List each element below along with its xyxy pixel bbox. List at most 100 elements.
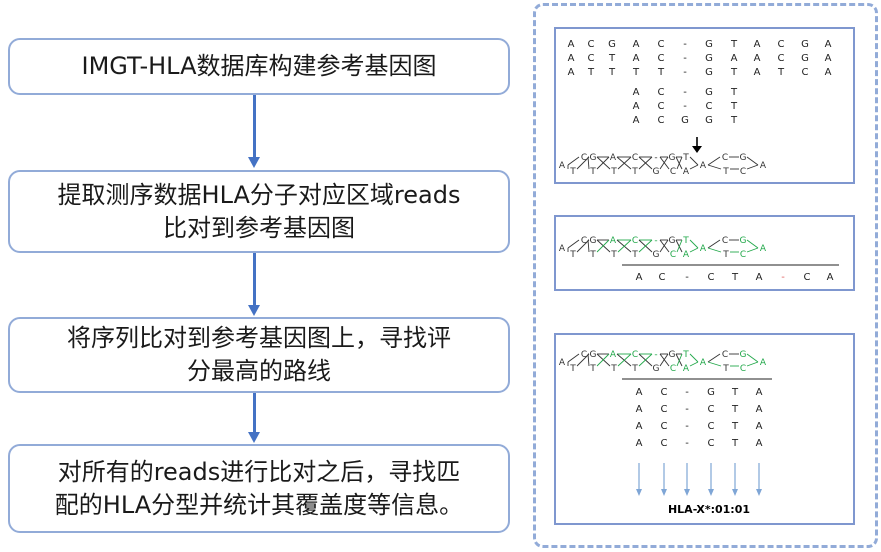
read-base: T bbox=[730, 87, 738, 98]
read-base: - bbox=[683, 87, 687, 98]
reference-base: A bbox=[825, 39, 832, 50]
graph1-node-bottom: C bbox=[670, 167, 676, 177]
graph2-node-bottom: G bbox=[653, 250, 660, 260]
aligned-read-base: - bbox=[685, 272, 689, 283]
graph3-edge bbox=[576, 353, 590, 367]
graph3-node-top: G bbox=[669, 350, 676, 360]
aligned-read-base: A bbox=[756, 272, 763, 283]
graph3-node-top: C bbox=[722, 350, 728, 360]
graph1-edge bbox=[659, 156, 669, 170]
step-4-text-line2: 配的HLA分型并统计其覆盖度等信息。 bbox=[54, 490, 464, 519]
step-2-box: 提取测序数据HLA分子对应区域reads 比对到参考基因图 bbox=[8, 170, 510, 253]
graph3-edge bbox=[567, 353, 580, 363]
reference-base: T bbox=[608, 53, 616, 64]
reference-base: G bbox=[705, 39, 713, 50]
step-3-box: 将序列比对到参考基因图上，寻找评 分最高的路线 bbox=[8, 317, 510, 393]
graph2-edge bbox=[587, 239, 590, 253]
graph2-node-end: A bbox=[559, 244, 566, 254]
arrow-3-head bbox=[248, 432, 260, 443]
reference-base: T bbox=[657, 67, 665, 78]
reference-base: T bbox=[608, 67, 616, 78]
reference-base: G bbox=[705, 53, 713, 64]
graph3-edge bbox=[746, 361, 759, 367]
reference-base: - bbox=[683, 39, 687, 50]
step-2-text-line1: 提取测序数据HLA分子对应区域reads bbox=[57, 180, 461, 209]
merge-arrow-head bbox=[692, 146, 702, 153]
graph1-edge bbox=[675, 156, 683, 170]
graph2-node-top: C bbox=[722, 236, 728, 246]
read-base: - bbox=[683, 101, 687, 112]
coverage-arrow-head bbox=[756, 489, 762, 496]
read-base: C bbox=[658, 101, 665, 112]
mapped-read-base: - bbox=[685, 404, 689, 415]
graph3-node-bottom: T bbox=[610, 364, 617, 374]
coverage-arrow-head bbox=[636, 489, 642, 496]
step-2-text-line2: 比对到参考基因图 bbox=[163, 213, 355, 242]
reference-base: - bbox=[683, 53, 687, 64]
graph2-edge bbox=[689, 239, 699, 249]
graph2-edge bbox=[675, 239, 683, 253]
graph1-node-top: C bbox=[722, 153, 728, 163]
reference-base: C bbox=[802, 67, 809, 78]
reference-base: A bbox=[568, 53, 575, 64]
graph2-node-end: A bbox=[700, 244, 707, 254]
graph3-node-top: C bbox=[581, 350, 587, 360]
graph1-node-bottom: T bbox=[610, 167, 617, 177]
reference-base: G bbox=[705, 67, 713, 78]
graph2-edge bbox=[707, 247, 722, 253]
graph1-edge bbox=[707, 164, 722, 170]
mapped-read-base: A bbox=[756, 387, 763, 398]
graph1-edge bbox=[596, 156, 610, 170]
graph1-edge bbox=[707, 156, 721, 166]
mapped-read-base: T bbox=[731, 387, 739, 398]
illustration-container bbox=[533, 3, 878, 548]
read-base: T bbox=[730, 115, 738, 126]
reference-base: G bbox=[801, 39, 809, 50]
graph2-edge bbox=[617, 239, 632, 253]
graph3-edge bbox=[707, 353, 721, 363]
graph1-node-bottom: A bbox=[683, 167, 690, 177]
mapped-read-base: C bbox=[661, 421, 668, 432]
step-1-text: IMGT-HLA数据库构建参考基因图 bbox=[81, 52, 437, 80]
mapped-read-base: C bbox=[661, 387, 668, 398]
mapped-read-base: C bbox=[661, 438, 668, 449]
arrow-2-head bbox=[248, 305, 260, 316]
graph1-edge bbox=[689, 164, 699, 170]
graph2-edge bbox=[746, 239, 759, 249]
reference-base: A bbox=[568, 67, 575, 78]
graph2-node-end: A bbox=[760, 244, 767, 254]
arrow-1 bbox=[253, 95, 256, 158]
mapped-read-base: T bbox=[731, 438, 739, 449]
graph1-node-top: C bbox=[632, 153, 638, 163]
step-4-box: 对所有的reads进行比对之后，寻找匹 配的HLA分型并统计其覆盖度等信息。 bbox=[8, 444, 510, 533]
mapped-read-base: C bbox=[708, 404, 715, 415]
graph1-edge bbox=[617, 156, 632, 170]
hla-type-label: HLA-X*:01:01 bbox=[668, 503, 750, 516]
graph3-node-bottom: T bbox=[569, 364, 576, 374]
reference-base: C bbox=[778, 39, 785, 50]
graph2-node-top: G bbox=[740, 236, 747, 246]
read-base: G bbox=[705, 115, 713, 126]
read-base: A bbox=[633, 87, 640, 98]
step-3-text-line1: 将序列比对到参考基因图上，寻找评 bbox=[67, 324, 451, 352]
graph2-node-top: T bbox=[682, 236, 689, 246]
graph1-node-top: G bbox=[590, 153, 597, 163]
reference-base: A bbox=[568, 39, 575, 50]
graph2-node-top: A bbox=[610, 236, 617, 246]
reference-base: T bbox=[730, 67, 738, 78]
reference-base: A bbox=[633, 39, 640, 50]
reference-base: - bbox=[683, 67, 687, 78]
graph3-node-top: G bbox=[590, 350, 597, 360]
read-base: A bbox=[633, 101, 640, 112]
graph3-edge bbox=[689, 353, 699, 363]
coverage-arrow-head bbox=[708, 489, 714, 496]
graph2-edge bbox=[659, 239, 669, 253]
graph2-node-bottom: A bbox=[683, 250, 690, 260]
step-3-text-line2: 分最高的路线 bbox=[187, 357, 331, 385]
reference-base: A bbox=[825, 67, 832, 78]
reference-base: C bbox=[658, 53, 665, 64]
